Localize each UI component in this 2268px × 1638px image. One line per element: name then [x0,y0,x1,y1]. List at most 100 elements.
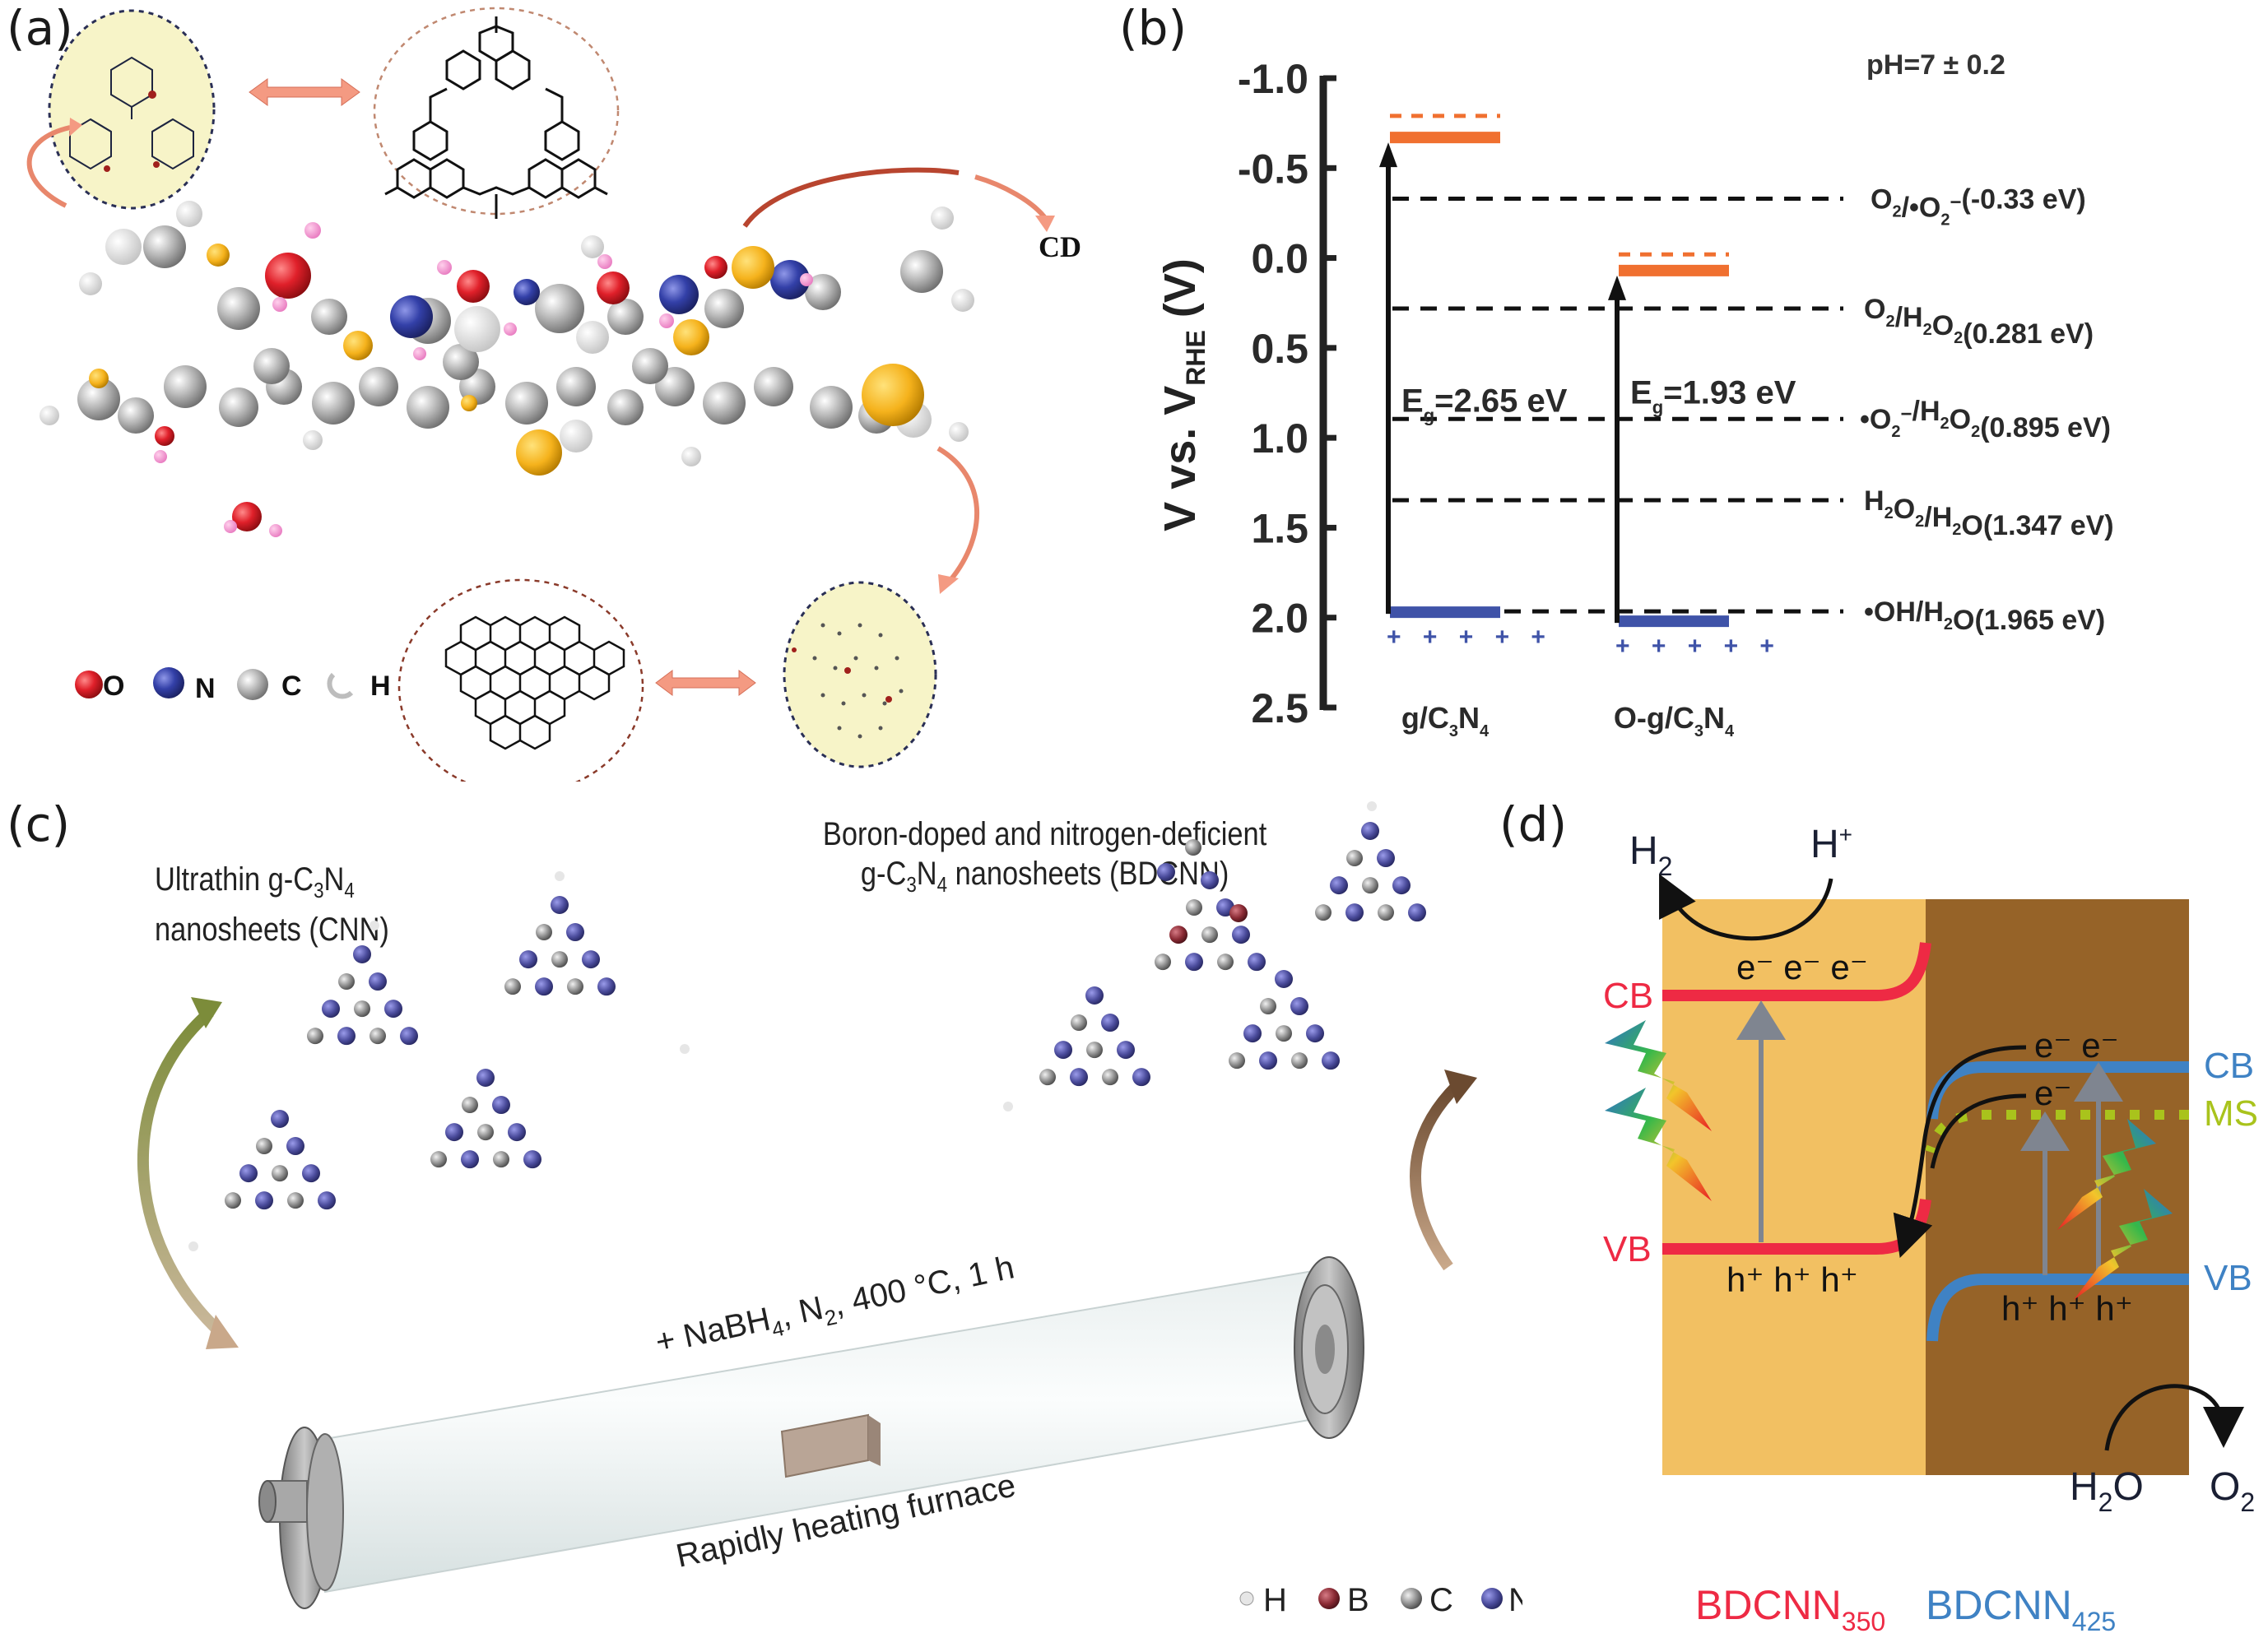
nitrogen-atom [384,1000,402,1019]
legend-o-icon [75,671,103,698]
carbon-dot-molecular-model [40,201,974,537]
left-vb-label: VB [1603,1229,1652,1269]
left-cb-band [1662,942,1931,1001]
double-arrow-bottom-icon [655,670,756,696]
reference-level-label: H2O2/H2O(1.347 eV) [1864,485,2114,541]
nitrogen-atom [1232,926,1250,944]
right-cb-label: CB [2204,1046,2254,1086]
o2-label: O2 [2210,1465,2255,1517]
arrow-cnn-to-tube-icon [137,1007,225,1338]
nitrogen-atom [1361,822,1379,840]
nitrogen-atom [1201,871,1219,889]
carbon-atom [462,1097,478,1114]
left-cb-label: CB [1603,976,1653,1016]
y-tick-label: -1.0 [1238,56,1308,102]
reference-level-label: •O2−/H2O2(0.895 eV) [1860,396,2111,443]
carbon-atom [1185,839,1201,856]
panel-b-label: (b) [1119,0,1187,56]
carbon-atom [493,1151,509,1168]
nitrogen-atom [1290,997,1308,1016]
right-ms-label: MS [2204,1093,2258,1134]
nitrogen-atom [1185,953,1203,972]
nitrogen-atom [1054,1041,1072,1060]
legend-n-icon [1481,1588,1503,1609]
material-o-g-c3n4: + + + + +Eg=1.93 eVO-g/C3N4 [1608,252,1796,740]
materials: + + + + +Eg=2.65 eVg/C3N4+ + + + +Eg=1.9… [1379,114,1796,740]
nitrogen-atom [597,977,616,996]
nitrogen-atom [1377,849,1395,868]
legend-c-label: C [281,671,302,702]
cnn-molecule [188,871,690,1251]
nitrogen-atom [519,950,537,969]
curved-arrow-right-icon [936,446,980,582]
nitrogen-atom [1070,1068,1088,1087]
nitrogen-atom [1306,1024,1324,1043]
carbon-atom [430,1151,447,1168]
hplus-label: H+ [1810,822,1852,866]
nitrogen-atom [1259,1051,1277,1070]
carbon-atom [1346,850,1363,867]
carbon-atom [1260,998,1276,1015]
right-holes: h⁺ h⁺ h⁺ [2001,1289,2133,1328]
nitrogen-atom [1101,1014,1119,1032]
nitrogen-atom [445,1123,463,1142]
panel-d-label: (d) [1499,796,1568,852]
bandgap-label: Eg=2.65 eV [1401,383,1568,426]
nitrogen-atom [508,1123,526,1142]
nitrogen-atom [1132,1068,1150,1087]
carbon-atom [1086,1042,1103,1059]
nitrogen-atom [1345,903,1364,922]
nitrogen-atom [1275,970,1293,988]
water-oxidation-arrow-icon [2104,1384,2244,1451]
electron-transfer-arrow-1-icon [1893,1045,2027,1258]
carbon-atom [287,1192,304,1209]
nitrogen-atom [322,1000,340,1019]
legend-n-label: N [1508,1582,1522,1618]
carbon-atom [307,1028,323,1045]
hydrogen-atom [555,871,565,881]
carbon-atom [1276,1025,1292,1042]
cnn-title: Ultrathin g-C3N4 nanosheets (CNN) [155,861,389,948]
nitrogen-atom [369,972,387,991]
reference-level-label: O2/•O2−(-0.33 eV) [1871,183,2086,229]
nitrogen-atom [302,1164,320,1183]
nitrogen-atom [1330,876,1348,895]
nitrogen-atom [551,896,569,914]
h2o-label: H2O [2070,1465,2144,1517]
band-diagram-chart: -1.0-0.50.00.51.01.52.02.5 O2/•O2−(-0.33… [1155,49,2114,740]
material-label: g/C3N4 [1401,701,1490,740]
carbon-atom [1291,1052,1308,1070]
legend-b-label: B [1347,1582,1369,1618]
carbon-atom [272,1165,288,1182]
carbon-atom [1229,1052,1245,1070]
arrowhead-brown-icon [1444,1070,1477,1104]
y-tick-label: 2.0 [1251,596,1308,642]
carbon-atom [1071,1014,1087,1032]
carbon-atom [1201,926,1218,944]
carbon-atom [536,924,552,941]
ms-level [1925,1110,2189,1153]
carbon-atom [1039,1069,1056,1086]
nitrogen-atom [1392,876,1411,895]
nitrogen-atom [271,1110,289,1128]
bdcnn425-region [1926,899,2189,1475]
light-bolt-icon [1605,1020,2173,1300]
arrow-tube-to-bdcnn-icon [1410,1082,1461,1271]
arrowhead-cd-icon [1035,216,1055,232]
y-axis-label: V vs. VRHE (V) [1155,258,1211,531]
nitrogen-atom [353,945,371,963]
carbon-atom [354,1000,370,1018]
carbon-atom [1217,954,1234,971]
carbon-atom [567,978,583,995]
inset-carbon-dot-doped [783,581,937,768]
legend-n-label: N [195,673,216,704]
hydrogen-atom [188,1241,198,1251]
right-electrons-top: e⁻ e⁻ [2034,1026,2119,1065]
nitrogen-atom [1157,863,1175,881]
curved-arrow-cd-icon [742,167,960,228]
carbon-atom [551,951,568,968]
nitrogen-atom [255,1191,273,1210]
legend-h-icon [327,672,354,699]
material-g-c3n4: + + + + +Eg=2.65 eVg/C3N4 [1379,114,1568,740]
bdcnn-molecule [1003,801,1426,1111]
